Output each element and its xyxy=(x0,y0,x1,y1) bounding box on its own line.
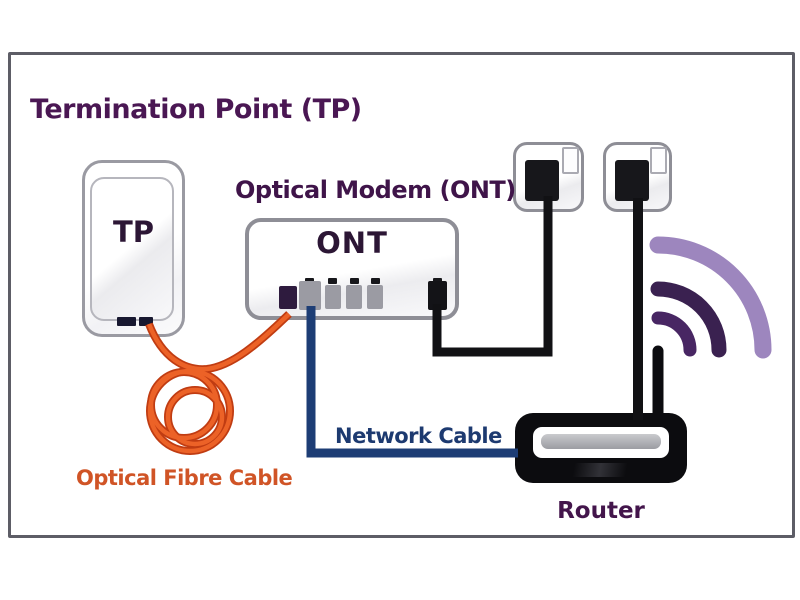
ont-caption: Optical Modem (ONT) xyxy=(235,176,516,204)
ont-port-latch xyxy=(350,278,359,284)
wall-socket-1 xyxy=(513,142,584,212)
ont-fibre-port xyxy=(279,286,297,309)
network-cable-label: Network Cable xyxy=(335,424,502,448)
ont-port-latch xyxy=(328,278,337,284)
router-label: Router xyxy=(557,498,645,524)
diagram-title: Termination Point (TP) xyxy=(30,94,362,125)
tp-port xyxy=(117,317,136,326)
optical-fibre-cable-label: Optical Fibre Cable xyxy=(76,466,293,490)
socket-plug-icon xyxy=(615,160,649,201)
router-sheen xyxy=(535,463,665,477)
router-vent-bar xyxy=(541,434,661,449)
socket-tab xyxy=(562,147,579,174)
ont-lan-port xyxy=(299,281,321,310)
ont-port-latch xyxy=(371,278,380,284)
socket-tab xyxy=(650,147,667,174)
socket-plug-icon xyxy=(525,160,559,201)
tp-device-label: TP xyxy=(112,215,155,249)
wall-socket-2 xyxy=(603,142,672,212)
ont-phone-port xyxy=(428,281,447,310)
tp-port xyxy=(139,317,153,326)
tp-device-faceplate xyxy=(90,177,174,321)
router-front-panel xyxy=(533,427,669,458)
router-device xyxy=(515,413,687,483)
ont-lan-port xyxy=(346,285,362,309)
ont-lan-port xyxy=(367,285,383,309)
ont-lan-port xyxy=(325,285,341,309)
ont-device-label: ONT xyxy=(316,226,388,260)
